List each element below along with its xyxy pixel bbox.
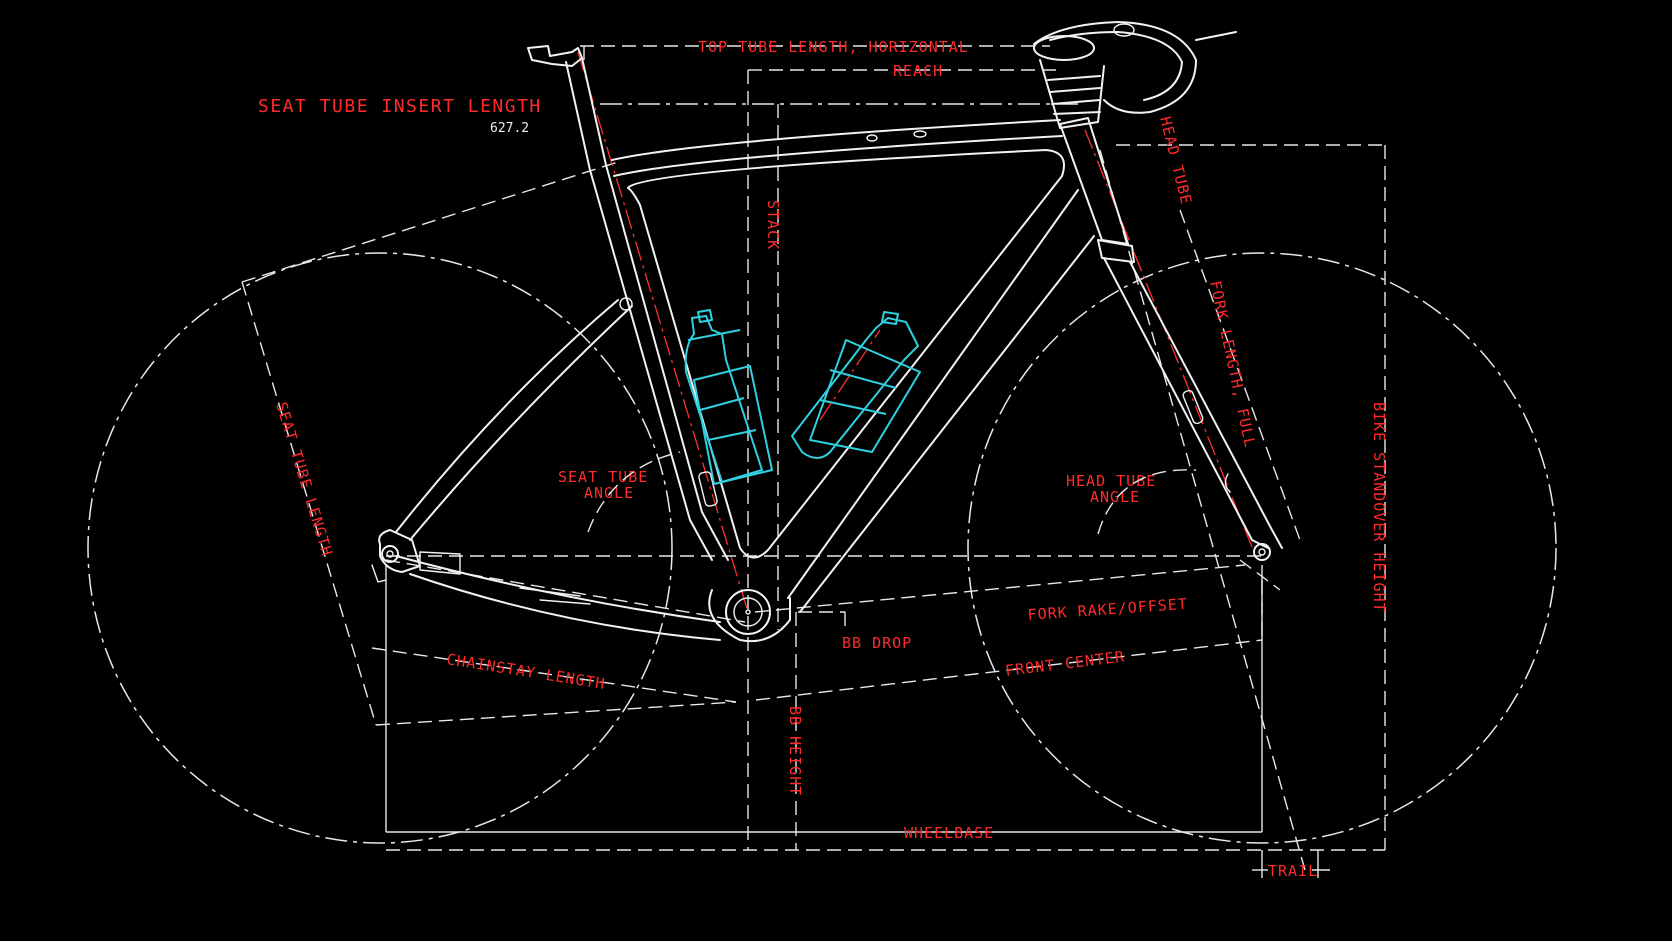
wheels	[87, 252, 1557, 844]
label-seat-tube-insert: SEAT TUBE INSERT LENGTH	[258, 96, 542, 117]
label-bb-drop: BB DROP	[842, 634, 912, 652]
label-top-tube: TOP TUBE LENGTH, HORIZONTAL	[698, 38, 969, 56]
label-seat-tube-length: SEAT TUBE LENGTH	[272, 400, 336, 559]
label-head-tube-angle-2: ANGLE	[1090, 488, 1140, 506]
label-chainstay-length: CHAINSTAY LENGTH	[445, 650, 606, 693]
label-head-tube-angle-1: HEAD TUBE	[1066, 472, 1156, 490]
label-stack: STACK	[764, 200, 782, 250]
label-bike-standover: BIKE STANDOVER HEIGHT	[1370, 402, 1388, 613]
label-trail: TRAIL	[1268, 862, 1318, 880]
label-head-tube: HEAD TUBE	[1156, 115, 1195, 207]
label-seat-tube-insert-value: 627.2	[490, 121, 529, 136]
rear-wheel	[87, 252, 673, 844]
dimension-labels: TOP TUBE LENGTH, HORIZONTAL REACH SEAT T…	[258, 38, 1388, 880]
label-seat-tube-angle-2: ANGLE	[584, 484, 634, 502]
label-wheelbase: WHEELBASE	[904, 824, 994, 842]
label-front-center: FRONT CENTER	[1004, 647, 1126, 680]
label-reach: REACH	[893, 62, 943, 80]
dimension-lines	[241, 45, 1386, 878]
bottle-down-tube	[791, 311, 921, 459]
label-fork-rake: FORK RAKE/OFFSET	[1027, 595, 1188, 624]
label-fork-length: FORK LENGTH, FULL	[1206, 279, 1259, 450]
label-bb-height: BB HEIGHT	[786, 706, 804, 796]
front-wheel	[967, 252, 1557, 844]
bottle-seat-tube	[684, 309, 773, 485]
bike-frame	[371, 21, 1283, 642]
angle-arcs	[587, 451, 1197, 535]
label-seat-tube-angle-1: SEAT TUBE	[558, 468, 648, 486]
